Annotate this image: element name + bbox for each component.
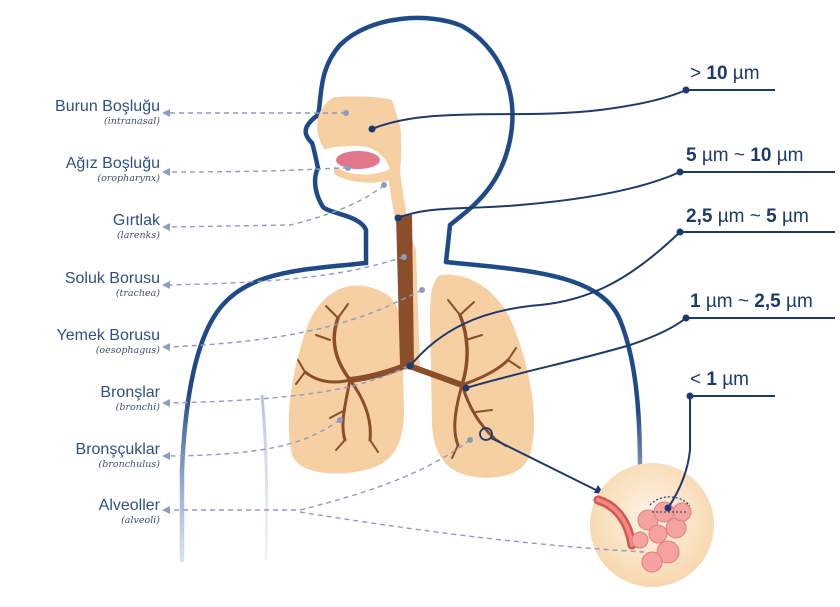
size-label-over-10: > 10 µm bbox=[690, 63, 760, 85]
label-name: Burun Boşluğu bbox=[55, 98, 160, 116]
label-name: Bronşlar bbox=[100, 384, 160, 402]
label-bronchioles: Bronşçuklar (bronchulus) bbox=[76, 441, 160, 471]
label-nasal-cavity: Burun Boşluğu (intranasal) bbox=[55, 98, 160, 128]
label-bronchi: Bronşlar (bronchi) bbox=[100, 384, 160, 414]
label-larynx: Gırtlak (larenks) bbox=[113, 212, 160, 242]
size-label-2-5-5: 2,5 µm ~ 5 µm bbox=[686, 206, 809, 228]
label-latin: (oesophagus) bbox=[57, 345, 160, 357]
label-name: Bronşçuklar bbox=[76, 441, 160, 459]
label-name: Soluk Borusu bbox=[65, 270, 160, 288]
label-alveoli: Alveoller (alveoli) bbox=[99, 497, 160, 527]
tongue bbox=[336, 151, 380, 169]
size-label-5-10: 5 µm ~ 10 µm bbox=[686, 145, 804, 167]
label-oesophagus: Yemek Borusu (oesophagus) bbox=[57, 327, 160, 357]
label-latin: (bronchulus) bbox=[76, 459, 160, 471]
label-name: Yemek Borusu bbox=[57, 327, 160, 345]
label-latin: (trachea) bbox=[65, 288, 160, 300]
label-latin: (bronchi) bbox=[100, 402, 160, 414]
label-oral-cavity: Ağız Boşluğu (oropharynx) bbox=[66, 155, 160, 185]
label-latin: (oropharynx) bbox=[66, 173, 160, 185]
label-arrowheads bbox=[162, 109, 170, 514]
label-latin: (intranasal) bbox=[55, 116, 160, 128]
left-arm-inner bbox=[262, 395, 267, 560]
label-latin: (alveoli) bbox=[99, 515, 160, 527]
label-latin: (larenks) bbox=[113, 230, 160, 242]
size-label-under-1: < 1 µm bbox=[690, 369, 749, 391]
size-label-1-2-5: 1 µm ~ 2,5 µm bbox=[690, 291, 813, 313]
label-name: Gırtlak bbox=[113, 212, 160, 230]
label-trachea: Soluk Borusu (trachea) bbox=[65, 270, 160, 300]
label-name: Ağız Boşluğu bbox=[66, 155, 160, 173]
label-name: Alveoller bbox=[99, 497, 160, 515]
